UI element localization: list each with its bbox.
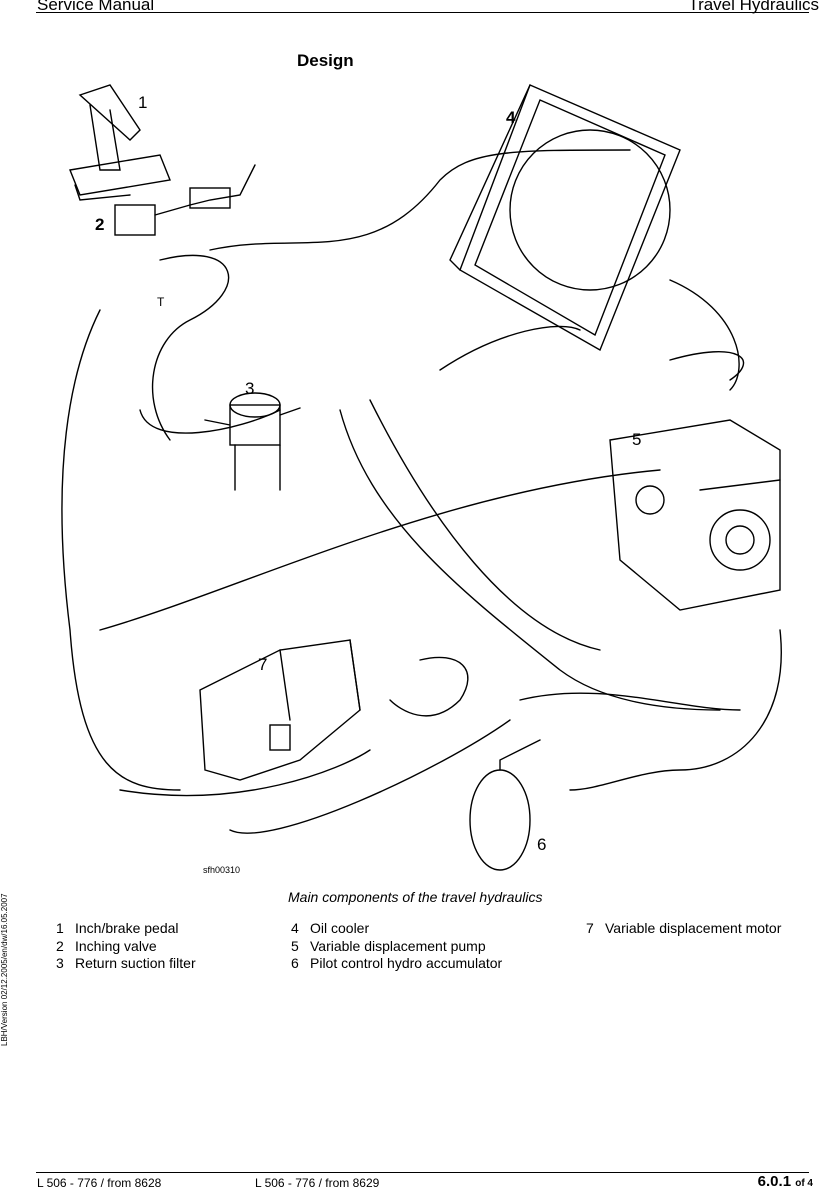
callout-5: 5 xyxy=(632,430,641,449)
legend-number: 1 xyxy=(56,920,64,936)
hose-line xyxy=(139,409,281,434)
header-right: Travel Hydraulics xyxy=(688,0,819,14)
return-suction-filter-drawing xyxy=(204,392,301,491)
hose-line xyxy=(669,351,745,381)
inching-valve-drawing xyxy=(114,164,256,236)
legend-number: 6 xyxy=(291,955,299,971)
hose-line xyxy=(151,254,230,441)
legend-number: 2 xyxy=(56,937,64,954)
pilot-control-accumulator-drawing xyxy=(469,739,541,871)
callout-1: 1 xyxy=(138,93,147,112)
callout-6: 6 xyxy=(537,835,546,854)
travel-hydraulics-figure: 1 2 3 4 5 6 7 T xyxy=(61,84,782,871)
page-number-suffix: of 4 xyxy=(795,1178,813,1189)
legend-number: 5 xyxy=(291,937,299,954)
hose-line xyxy=(119,749,371,797)
page-number: 6.0.1 of 4 xyxy=(758,1173,813,1190)
hose-line xyxy=(389,656,469,717)
legend-number: 3 xyxy=(56,955,64,971)
legend-label: Pilot control hydro accumulator xyxy=(310,955,503,971)
legend-number: 4 xyxy=(291,920,299,936)
legend-item: 4 Oil cooler xyxy=(291,920,502,938)
hose-line xyxy=(519,692,741,711)
footer-middle: L 506 - 776 / from 8629 xyxy=(255,1176,380,1190)
hose-line xyxy=(569,629,782,791)
legend-label: Inch/brake pedal xyxy=(75,920,179,936)
version-side-text: LBH/Version 02/12.2005/en/dw/16.05.2007 xyxy=(0,893,9,1046)
legend-item: 1 Inch/brake pedal xyxy=(56,920,196,938)
hose-line xyxy=(99,469,661,631)
hose-line xyxy=(439,325,581,371)
legend-item: 3 Return suction filter xyxy=(56,955,196,973)
legend-column-3: 7 Variable displacement motor xyxy=(586,920,781,938)
hose-line xyxy=(339,409,721,711)
port-label-t: T xyxy=(157,295,165,309)
section-title: Design xyxy=(297,51,354,70)
variable-displacement-motor-drawing xyxy=(199,639,361,781)
figure-caption: Main components of the travel hydraulics xyxy=(288,889,543,905)
legend-label: Inching valve xyxy=(75,937,157,954)
variable-displacement-pump-drawing xyxy=(609,419,781,611)
hose-line xyxy=(369,399,601,651)
legend-number: 7 xyxy=(586,920,594,936)
legend-column-1: 1 Inch/brake pedal 2 Inching valve 3 Return… xyxy=(56,920,196,973)
legend-item: 6 Pilot control hydro accumulator xyxy=(291,955,502,973)
legend-item: 7 Variable displacement motor xyxy=(586,920,781,938)
callout-3: 3 xyxy=(245,379,254,398)
footer-left: L 506 - 776 / from 8628 xyxy=(37,1176,162,1190)
hose-line xyxy=(669,279,740,391)
inch-brake-pedal-drawing xyxy=(69,84,171,201)
oil-cooler-drawing xyxy=(449,84,681,352)
callout-2: 2 xyxy=(95,215,104,234)
legend-item: 5 Variable displacement pump xyxy=(291,938,502,956)
hose-line xyxy=(229,719,511,834)
legend-label: Return suction filter xyxy=(75,955,196,971)
legend-label: Variable displacement motor xyxy=(605,920,782,936)
footer-rule xyxy=(36,1172,809,1173)
page-number-main: 6.0.1 xyxy=(757,1173,792,1190)
legend-label: Oil cooler xyxy=(310,920,370,936)
hose-line xyxy=(209,149,631,251)
figure-code: sfh00310 xyxy=(203,865,241,875)
hose-line xyxy=(61,309,181,791)
legend-item: 2 Inching valve xyxy=(56,938,196,956)
legend-label: Variable displacement pump xyxy=(310,937,486,954)
callout-4: 4 xyxy=(506,108,516,127)
header-rule xyxy=(36,12,809,13)
callout-7: 7 xyxy=(258,655,267,674)
header-left: Service Manual xyxy=(37,0,155,14)
